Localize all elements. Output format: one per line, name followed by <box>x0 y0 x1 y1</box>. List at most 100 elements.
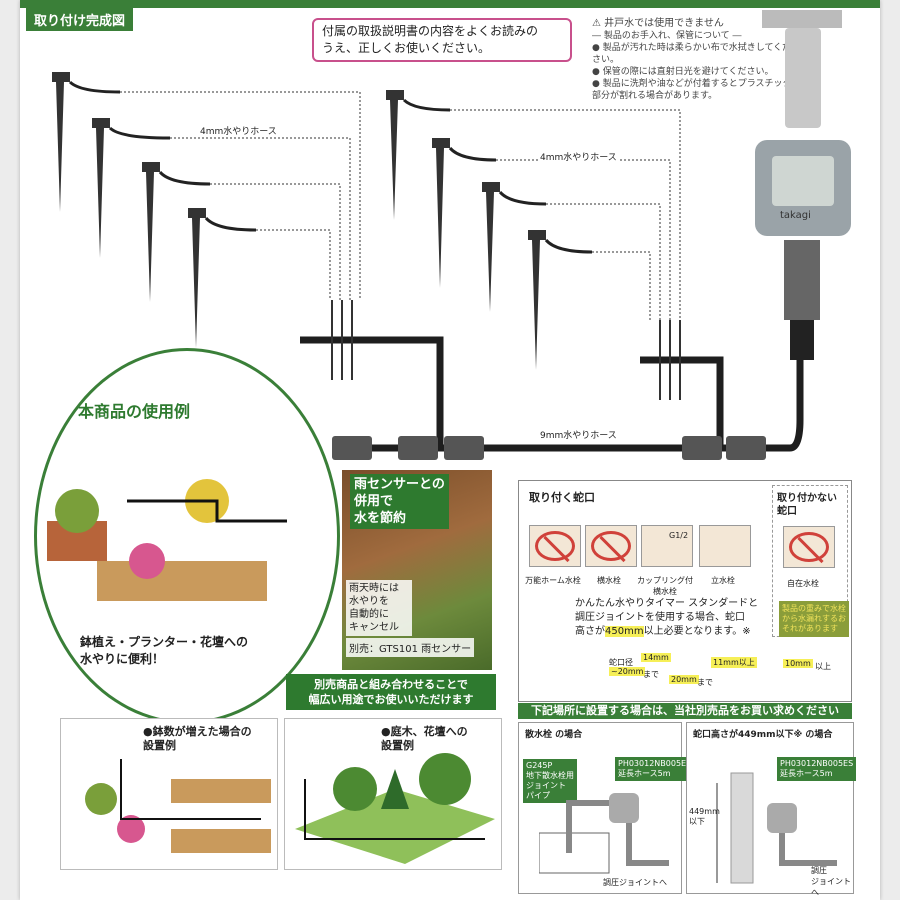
separate-purchase-bar: 下記場所に設置する場合は、当社別売品をお買い求めください <box>518 703 852 719</box>
notfit-warning: 製品の重みで水栓から水漏れするおそれがあります <box>779 601 849 637</box>
g245p-tag-3: ジョイント <box>526 781 566 790</box>
faucet-2-label: 横水栓 <box>597 576 621 585</box>
usage-illustration <box>47 479 287 601</box>
g245p-tag-2: 地下散水栓用 <box>526 771 574 780</box>
hose-connectors <box>332 436 766 460</box>
example-garden-trees-label: ●庭木、花壇への 設置例 <box>381 725 468 753</box>
sprinkler-joint-label: 調圧ジョイントへ <box>603 878 667 887</box>
low-faucet-joint-2: ジョイントへ <box>811 877 851 897</box>
care-1: ● 製品が汚れた時は柔らかい布で水拭きしてください。 <box>592 43 792 65</box>
height-limit-label: 449mm 以下 <box>689 807 720 827</box>
hose-tag-1-desc: 延長ホース5m <box>618 769 671 778</box>
hose-stoppers <box>331 300 681 400</box>
diameter-min: 14mm <box>641 653 671 662</box>
g245p-tag-4: パイプ <box>526 791 550 800</box>
rain-body: 雨天時には 水やりを 自動的に キャンセル <box>346 580 412 636</box>
diameter-unit: まで <box>643 670 659 679</box>
faucet-3-label: カップリング付横水栓 <box>637 576 693 596</box>
length-unit: まで <box>697 678 713 687</box>
notfit-title: 取り付かない 蛇口 <box>777 492 837 518</box>
care-title: ― 製品のお手入れ、保管について ― <box>592 31 742 41</box>
req-line-3: 高さが450mm以上必要となります。※ <box>575 625 775 639</box>
thickness-value: 10mm <box>783 659 813 668</box>
notice-line-2: うえ、正しくお使いください。 <box>322 41 491 55</box>
rain-title-2: 併用で <box>354 494 394 509</box>
sprinkler-valve-panel: 散水栓 の場合 G245P 地下散水栓用 ジョイント パイプ PH03012NB… <box>518 722 695 894</box>
diameter-label: 蛇口径 <box>609 658 633 667</box>
height-requirement: かんたん水やりタイマー スタンダードと 調圧ジョイントを使用する場合、蛇口 高さ… <box>575 597 775 639</box>
warnings: ⚠ 井戸水では使用できません ― 製品のお手入れ、保管について ― ● 製品が汚… <box>592 18 792 102</box>
rain-body-4: キャンセル <box>349 622 399 633</box>
left-dotted-lines <box>120 91 361 300</box>
faucet-2-icon <box>585 525 637 567</box>
notice-box: 付属の取扱説明書の内容をよくお読みの うえ、正しくお使いください。 <box>312 18 572 62</box>
usage-title: 本商品の使用例 <box>78 402 191 421</box>
header-bar <box>20 0 880 8</box>
care-3: ● 製品に洗剤や油などが付着するとプラスチック部分が割れる場合があります。 <box>592 79 792 101</box>
timer-brand-label: takagi <box>780 210 811 221</box>
rain-title: 雨センサーとの 併用で 水を節約 <box>350 474 449 529</box>
hose-4mm-left-label: 4mm水やりホース <box>198 124 279 137</box>
right-tubes <box>402 98 593 254</box>
hose-tag-1-model: PH03012NB005ES <box>618 759 692 768</box>
well-warning: ⚠ 井戸水では使用できません <box>592 18 724 29</box>
g245p-tag-1: G245P <box>526 761 553 770</box>
low-faucet-joint-label: 調圧 ジョイントへ <box>811 865 853 898</box>
req-line-3a: 高さが <box>575 626 605 637</box>
low-faucet-joint-1: 調圧 <box>811 866 827 875</box>
faucet-1-label: 万能ホーム水栓 <box>525 576 581 585</box>
diameter-max: ~20mm <box>609 667 646 676</box>
req-line-1: かんたん水やりタイマー スタンダードと <box>575 598 759 609</box>
example-more-pots-label-1: ●鉢数が増えた場合の <box>143 725 252 738</box>
rain-body-2: 水やりを <box>349 596 389 607</box>
g12-label: G1/2 <box>669 531 689 540</box>
notfit-title-1: 取り付かない <box>777 493 837 504</box>
example-more-pots: ●鉢数が増えた場合の 設置例 <box>60 718 278 870</box>
example-more-pots-label-2: 設置例 <box>143 739 176 752</box>
combo-line-2: 幅広い用途でお使いいただけます <box>308 693 474 706</box>
faucet-3-icon <box>641 525 693 567</box>
low-faucet-title: 蛇口高さが449mm以下※ の場合 <box>693 730 833 740</box>
right-dotted-lines <box>450 109 681 320</box>
length-max: 20mm <box>669 675 699 684</box>
faucet-4-icon <box>699 525 751 567</box>
faucet-and-timer <box>755 10 851 360</box>
rain-title-3: 水を節約 <box>354 511 407 526</box>
height-limit-1: 449mm <box>689 807 720 816</box>
left-tubes <box>68 80 257 232</box>
combo-line-1: 別売商品と組み合わせることで <box>314 678 468 691</box>
hose-9mm-label: 9mm水やりホース <box>538 428 619 441</box>
example-garden-trees-label-1: ●庭木、花壇への <box>381 725 468 738</box>
hose-tag-2-desc: 延長ホース5m <box>780 769 833 778</box>
right-drip-stakes <box>386 90 546 370</box>
notfit-item-label: 自在水栓 <box>787 579 819 588</box>
height-limit-2: 以下 <box>689 817 705 826</box>
rain-sold-label: 別売：GTS101 雨センサー <box>346 638 475 657</box>
hose-tag-2: PH03012NB005ES 延長ホース5m <box>777 757 857 781</box>
req-line-3b: 以上必要となります。※ <box>643 626 751 637</box>
notice-line-1: 付属の取扱説明書の内容をよくお読みの <box>322 24 539 38</box>
rain-title-1: 雨センサーとの <box>354 477 445 492</box>
manual-page: 取り付け完成図 付属の取扱説明書の内容をよくお読みの うえ、正しくお使いください… <box>20 0 880 900</box>
usage-example-circle <box>34 348 340 724</box>
example-garden-trees-label-2: 設置例 <box>381 739 414 752</box>
hose-tag-2-model: PH03012NB005ES <box>780 759 854 768</box>
low-faucet-illustration <box>716 772 837 884</box>
req-height-value: 450mm <box>605 626 644 637</box>
low-faucet-panel: 蛇口高さが449mm以下※ の場合 PH03012NB005ES 延長ホース5m… <box>686 722 857 897</box>
sprinkler-valve-title: 散水栓 の場合 <box>525 730 583 740</box>
thickness-unit: 以上 <box>815 662 831 671</box>
rain-sensor-panel: 雨センサーとの 併用で 水を節約 雨天時には 水やりを 自動的に キャンセル 別… <box>342 470 492 670</box>
notfit-title-2: 蛇口 <box>777 506 797 517</box>
req-line-2: 調圧ジョイントを使用する場合、蛇口 <box>575 612 745 623</box>
sprinkler-valve-illustration <box>539 793 669 874</box>
usage-caption-2: 水やりに便利！ <box>80 652 165 666</box>
example-more-pots-label: ●鉢数が増えた場合の 設置例 <box>143 725 252 753</box>
main-hose <box>300 290 804 452</box>
notfit-faucet-icon <box>783 526 835 568</box>
g245p-tag: G245P 地下散水栓用 ジョイント パイプ <box>523 759 577 803</box>
page-title: 取り付け完成図 <box>26 8 134 31</box>
usage-caption: 鉢植え・プランター・花壇への 水やりに便利！ <box>80 634 248 668</box>
left-drip-stakes <box>52 72 206 348</box>
hose-4mm-right-label: 4mm水やりホース <box>538 150 619 163</box>
